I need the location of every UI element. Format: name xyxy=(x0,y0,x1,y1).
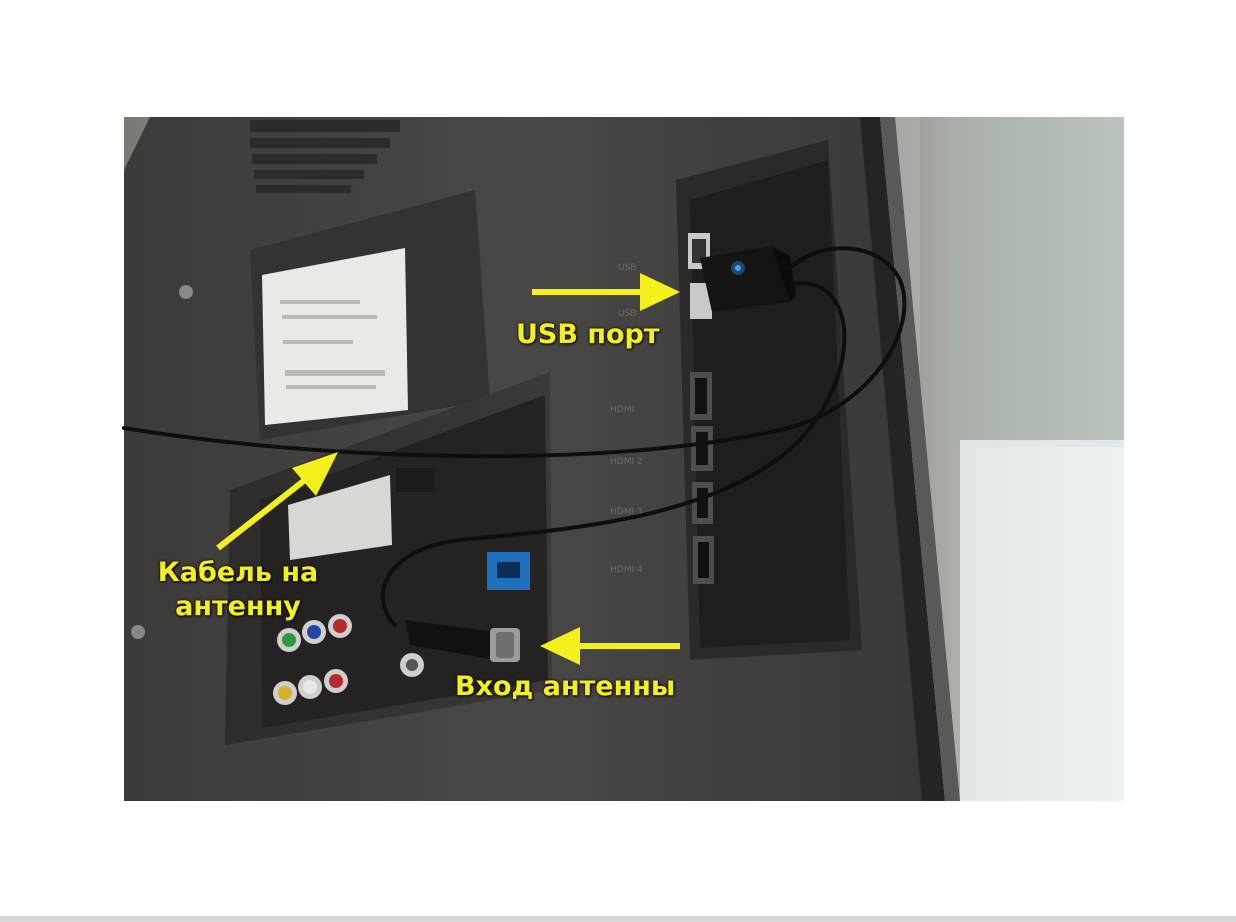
coax-plug xyxy=(405,620,520,662)
hdmi-2-marking: HDMI 2 xyxy=(610,457,643,467)
usb-bottom-marking: USB xyxy=(618,309,636,319)
usb-flash-drive xyxy=(700,246,796,312)
antenna-input-label: Вход антенны xyxy=(455,671,676,702)
usb-arrow xyxy=(532,273,680,311)
antenna-cable-loop xyxy=(380,281,847,627)
hdmi-3-marking: HDMI 3 xyxy=(610,507,643,517)
hdmi-4-marking: HDMI 4 xyxy=(610,565,643,575)
usb-port-label: USB порт xyxy=(516,319,660,350)
hdmi-1-marking: HDMI xyxy=(610,405,634,415)
bottom-divider xyxy=(0,916,1236,922)
antenna-cable-long xyxy=(122,246,907,459)
usb-top-marking: USB xyxy=(618,263,636,273)
cable-arrow xyxy=(216,452,338,551)
antenna-input-arrow xyxy=(540,627,680,665)
antenna-cable-label: Кабель на антенну xyxy=(157,557,319,622)
